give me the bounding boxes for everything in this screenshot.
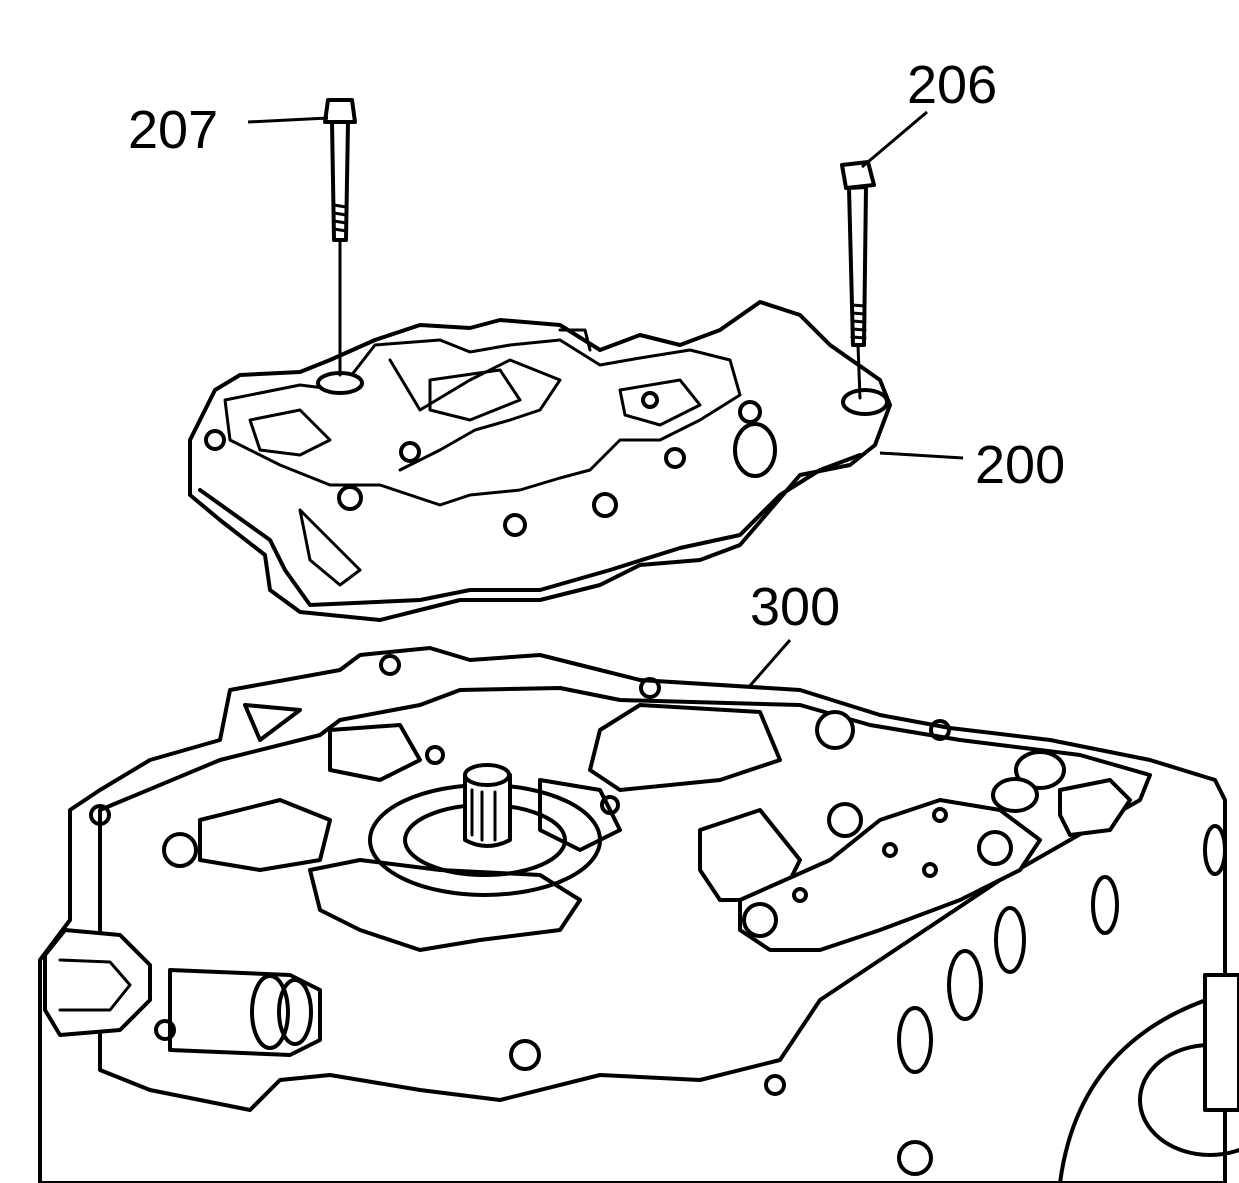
callout-207: 207 <box>128 100 218 160</box>
callout-200: 200 <box>975 435 1065 495</box>
leader-207 <box>247 116 329 124</box>
leader-300 <box>746 639 792 689</box>
bolt-206 <box>840 160 876 400</box>
callout-206: 206 <box>907 55 997 115</box>
bolt-207 <box>323 98 357 377</box>
valve-body-assembly <box>38 646 1239 1183</box>
callout-300: 300 <box>750 577 840 637</box>
upper-cover-plate <box>188 300 892 622</box>
leader-200 <box>879 451 964 460</box>
mounting-bolt-heads <box>162 710 1013 1176</box>
leader-206 <box>861 110 928 169</box>
